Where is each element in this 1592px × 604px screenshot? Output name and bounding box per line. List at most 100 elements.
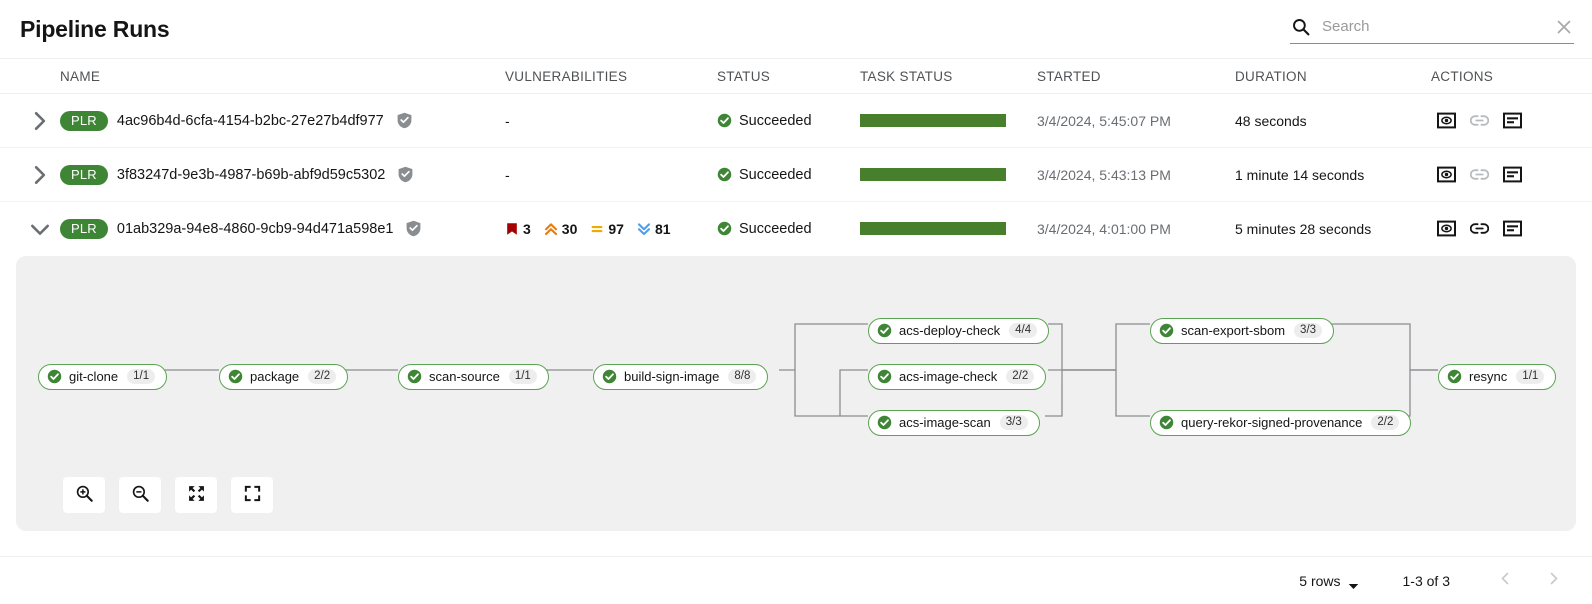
page-header: Pipeline Runs <box>0 0 1592 58</box>
check-circle-icon <box>407 369 422 384</box>
check-circle-icon <box>228 369 243 384</box>
cell-duration: 1 minute 14 seconds <box>1235 147 1431 202</box>
chevron-right-icon[interactable] <box>30 111 50 131</box>
chevron-down-icon[interactable] <box>30 219 50 239</box>
column-header-actions: ACTIONS <box>1431 69 1494 84</box>
next-page-button[interactable] <box>1540 568 1566 594</box>
link-icon[interactable] <box>1469 219 1490 238</box>
chevron-left-icon <box>1499 572 1512 590</box>
pipeline-run-name[interactable]: 01ab329a-94e8-4860-9cb9-94d471a598e1 <box>116 220 394 237</box>
cell-started: 3/4/2024, 5:43:13 PM <box>1037 147 1235 202</box>
column-header-task-status[interactable]: TASK STATUS <box>860 69 953 84</box>
expand-button[interactable] <box>175 476 217 513</box>
graph-node-count: 2/2 <box>1371 414 1400 431</box>
check-circle-icon <box>1159 415 1174 430</box>
vulnerability-low: 81 <box>637 221 671 237</box>
caret-down-icon <box>1348 577 1359 589</box>
check-circle-icon <box>717 221 732 236</box>
vulnerability-critical: 3 <box>505 221 531 237</box>
pipeline-run-name[interactable]: 3f83247d-9e3b-4987-b69b-abf9d59c5302 <box>116 166 386 183</box>
column-header-duration[interactable]: DURATION <box>1235 69 1307 84</box>
column-header-started[interactable]: STARTED <box>1037 69 1101 84</box>
rows-per-page-select[interactable]: 5 rows <box>1299 573 1358 589</box>
column-header-vulnerabilities[interactable]: VULNERABILITIES <box>505 69 628 84</box>
row-expand-toggle[interactable] <box>0 93 60 148</box>
table-header: NAME VULNERABILITIES STATUS TASK STATUS … <box>0 58 1592 94</box>
cell-task-status <box>860 202 1037 256</box>
rows-per-page-label: 5 rows <box>1299 572 1341 589</box>
cell-actions <box>1431 202 1592 256</box>
task-status-bar <box>860 114 1006 127</box>
output-icon[interactable] <box>1503 165 1522 184</box>
graph-node-label: git-clone <box>69 369 119 384</box>
check-circle-icon <box>1447 369 1462 384</box>
row-expand-toggle[interactable] <box>0 147 60 202</box>
logs-icon[interactable] <box>1437 111 1456 130</box>
column-header-name[interactable]: NAME <box>60 69 101 84</box>
link-icon <box>1469 111 1490 130</box>
check-circle-icon <box>47 369 62 384</box>
check-circle-icon <box>717 113 732 128</box>
fit-to-screen-button[interactable] <box>231 476 273 513</box>
output-icon[interactable] <box>1503 219 1522 238</box>
cell-vulnerabilities: - <box>505 93 717 148</box>
logs-icon[interactable] <box>1437 219 1456 238</box>
prev-page-button[interactable] <box>1492 568 1518 594</box>
cell-duration: 48 seconds <box>1235 93 1431 148</box>
cell-started: 3/4/2024, 5:45:07 PM <box>1037 93 1235 148</box>
zoom-in-icon <box>75 484 94 506</box>
resource-kind-badge: PLR <box>60 218 108 239</box>
duration-text: 1 minute 14 seconds <box>1235 166 1365 183</box>
severity-low-icon <box>637 222 651 236</box>
cell-vulnerabilities: - <box>505 147 717 202</box>
search-box[interactable] <box>1290 12 1574 44</box>
search-input[interactable] <box>1322 18 1548 35</box>
close-icon[interactable] <box>1556 19 1572 35</box>
table-row[interactable]: PLR 01ab329a-94e8-4860-9cb9-94d471a598e1 3… <box>0 202 1592 256</box>
logs-icon[interactable] <box>1437 165 1456 184</box>
status-label: Succeeded <box>739 166 812 183</box>
cell-name: PLR 01ab329a-94e8-4860-9cb9-94d471a598e1 <box>60 202 505 256</box>
graph-node-count: 8/8 <box>728 368 757 385</box>
page-title: Pipeline Runs <box>20 15 170 42</box>
zoom-out-button[interactable] <box>119 476 161 513</box>
status-label: Succeeded <box>739 112 812 129</box>
row-expand-toggle[interactable] <box>0 202 60 256</box>
cell-status: Succeeded <box>717 147 860 202</box>
graph-node-build-sign-image[interactable]: build-sign-image 8/8 <box>593 363 769 390</box>
output-icon[interactable] <box>1503 111 1522 130</box>
started-timestamp: 3/4/2024, 5:45:07 PM <box>1037 112 1171 129</box>
status-label: Succeeded <box>739 220 812 237</box>
task-status-bar <box>860 168 1006 181</box>
check-circle-icon <box>717 167 732 182</box>
check-circle-icon <box>877 323 892 338</box>
started-timestamp: 3/4/2024, 5:43:13 PM <box>1037 166 1171 183</box>
column-header-status[interactable]: STATUS <box>717 69 771 84</box>
cell-actions <box>1431 147 1592 202</box>
pipeline-run-name[interactable]: 4ac96b4d-6cfa-4154-b2bc-27e27b4df977 <box>116 112 384 129</box>
zoom-in-button[interactable] <box>63 476 105 513</box>
check-circle-icon <box>877 369 892 384</box>
graph-node-label: build-sign-image <box>624 369 720 384</box>
graph-node-label: acs-deploy-check <box>899 323 1001 338</box>
started-timestamp: 3/4/2024, 4:01:00 PM <box>1037 220 1171 237</box>
zoom-out-icon <box>131 484 150 506</box>
chevron-right-icon[interactable] <box>30 165 50 185</box>
task-status-bar <box>860 222 1006 236</box>
